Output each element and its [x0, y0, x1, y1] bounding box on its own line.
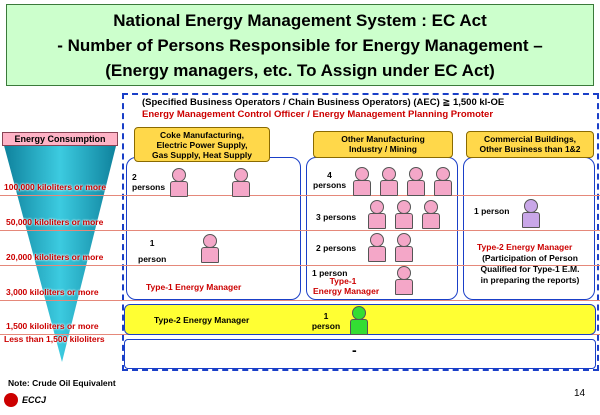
- col3-header: Commercial Buildings, Other Business tha…: [466, 131, 594, 158]
- col3-type2-manager: Type-2 Energy Manager: [477, 242, 573, 252]
- title-line-3: (Energy managers, etc. To Assign under E…: [105, 61, 495, 80]
- col2-manager-line-2: Energy Manager: [313, 286, 380, 296]
- col1-header-line-2: Electric Power Supply,: [156, 140, 248, 150]
- threshold-label: 3,000 kiloliters or more: [6, 287, 99, 297]
- below-threshold-box: [124, 339, 596, 369]
- energy-consumption-funnel: [2, 138, 118, 362]
- type2-bar-count-unit: person: [311, 321, 341, 331]
- person-icon: [368, 200, 386, 230]
- col2-count-1: 1 person: [312, 268, 348, 278]
- person-icon: [201, 234, 219, 264]
- person-icon: [170, 168, 188, 198]
- col2-count-4-number: 4: [327, 170, 332, 180]
- col1-header: Coke Manufacturing, Electric Power Suppl…: [134, 127, 270, 162]
- col1-count-1: 1 person: [138, 238, 166, 264]
- page-number: 14: [574, 388, 586, 399]
- title-line-2: - Number of Persons Responsible for Ener…: [57, 36, 543, 55]
- col3-panel: [463, 157, 595, 300]
- energy-consumption-label: Energy Consumption: [2, 132, 118, 146]
- threshold-line: [0, 195, 600, 196]
- person-icon: [232, 168, 250, 198]
- person-icon: [368, 233, 386, 263]
- type2-bar-count: 1 person: [306, 311, 346, 331]
- type2-bar-count-number: 1: [323, 311, 329, 321]
- aec-header-line-1: (Specified Business Operators / Chain Bu…: [142, 97, 505, 108]
- funnel-shape: [2, 138, 118, 362]
- col1-count-2: 2 persons: [132, 172, 165, 192]
- below-threshold-dash: -: [352, 342, 357, 358]
- person-icon: [350, 306, 368, 336]
- threshold-label: 50,000 kiloliters or more: [6, 217, 104, 227]
- footnote: Note: Crude Oil Equivalent: [8, 378, 116, 388]
- person-icon: [380, 167, 398, 197]
- col1-count-2-unit: persons: [132, 182, 166, 192]
- threshold-label: Less than 1,500 kiloliters: [4, 334, 105, 344]
- col1-count-2-number: 2: [132, 172, 137, 182]
- threshold-label: 20,000 kiloliters or more: [6, 252, 104, 262]
- col3-note-line-1: (Participation of Person: [482, 253, 578, 263]
- person-icon: [395, 266, 413, 296]
- col1-count-1-unit: person: [138, 254, 167, 264]
- aec-frame: [122, 93, 599, 371]
- col3-note-line-3: in preparing the reports): [480, 275, 580, 285]
- person-icon: [395, 200, 413, 230]
- threshold-label: 100,000 kiloliters or more: [4, 182, 107, 192]
- threshold-label: 1,500 kiloliters or more: [6, 321, 99, 331]
- col1-header-line-3: Gas Supply, Heat Supply: [152, 150, 252, 160]
- threshold-line: [0, 230, 600, 231]
- col1-count-1-number: 1: [149, 238, 155, 248]
- person-icon: [395, 233, 413, 263]
- title-banner: National Energy Management System : EC A…: [6, 4, 594, 86]
- col2-header-line-2: Industry / Mining: [349, 144, 417, 154]
- col1-header-line-1: Coke Manufacturing,: [159, 130, 245, 140]
- col3-note-line-2: Qualified for Type-1 E.M.: [480, 264, 580, 274]
- col3-header-line-1: Commercial Buildings,: [483, 134, 577, 144]
- aec-header-line-2: Energy Management Control Officer / Ener…: [142, 109, 494, 120]
- threshold-line: [0, 265, 600, 266]
- col1-type1-manager: Type-1 Energy Manager: [146, 282, 242, 292]
- col2-header-line-1: Other Manufacturing: [341, 134, 425, 144]
- eccj-logo-icon: [4, 393, 18, 407]
- col2-type1-manager: Type-1 Energy Manager: [313, 276, 380, 296]
- person-icon: [422, 200, 440, 230]
- title-line-1: National Energy Management System : EC A…: [113, 11, 487, 30]
- col2-header: Other Manufacturing Industry / Mining: [313, 131, 453, 158]
- person-icon: [434, 167, 452, 197]
- col2-count-4-unit: persons: [313, 180, 347, 190]
- col3-header-line-2: Other Business than 1&2: [479, 144, 581, 154]
- person-icon: [522, 199, 540, 229]
- person-icon: [353, 167, 371, 197]
- col3-note: (Participation of Person Qualified for T…: [467, 253, 593, 286]
- eccj-logo-text: ECCJ: [22, 395, 47, 405]
- col2-count-3: 3 persons: [316, 212, 357, 222]
- col2-manager-line-1: Type-1: [329, 276, 357, 286]
- col2-count-2: 2 persons: [316, 243, 357, 253]
- threshold-line: [0, 300, 600, 301]
- col3-count-1: 1 person: [474, 206, 510, 216]
- person-icon: [407, 167, 425, 197]
- col2-count-4: 4 persons: [313, 170, 346, 190]
- type2-bar-label: Type-2 Energy Manager: [154, 315, 250, 325]
